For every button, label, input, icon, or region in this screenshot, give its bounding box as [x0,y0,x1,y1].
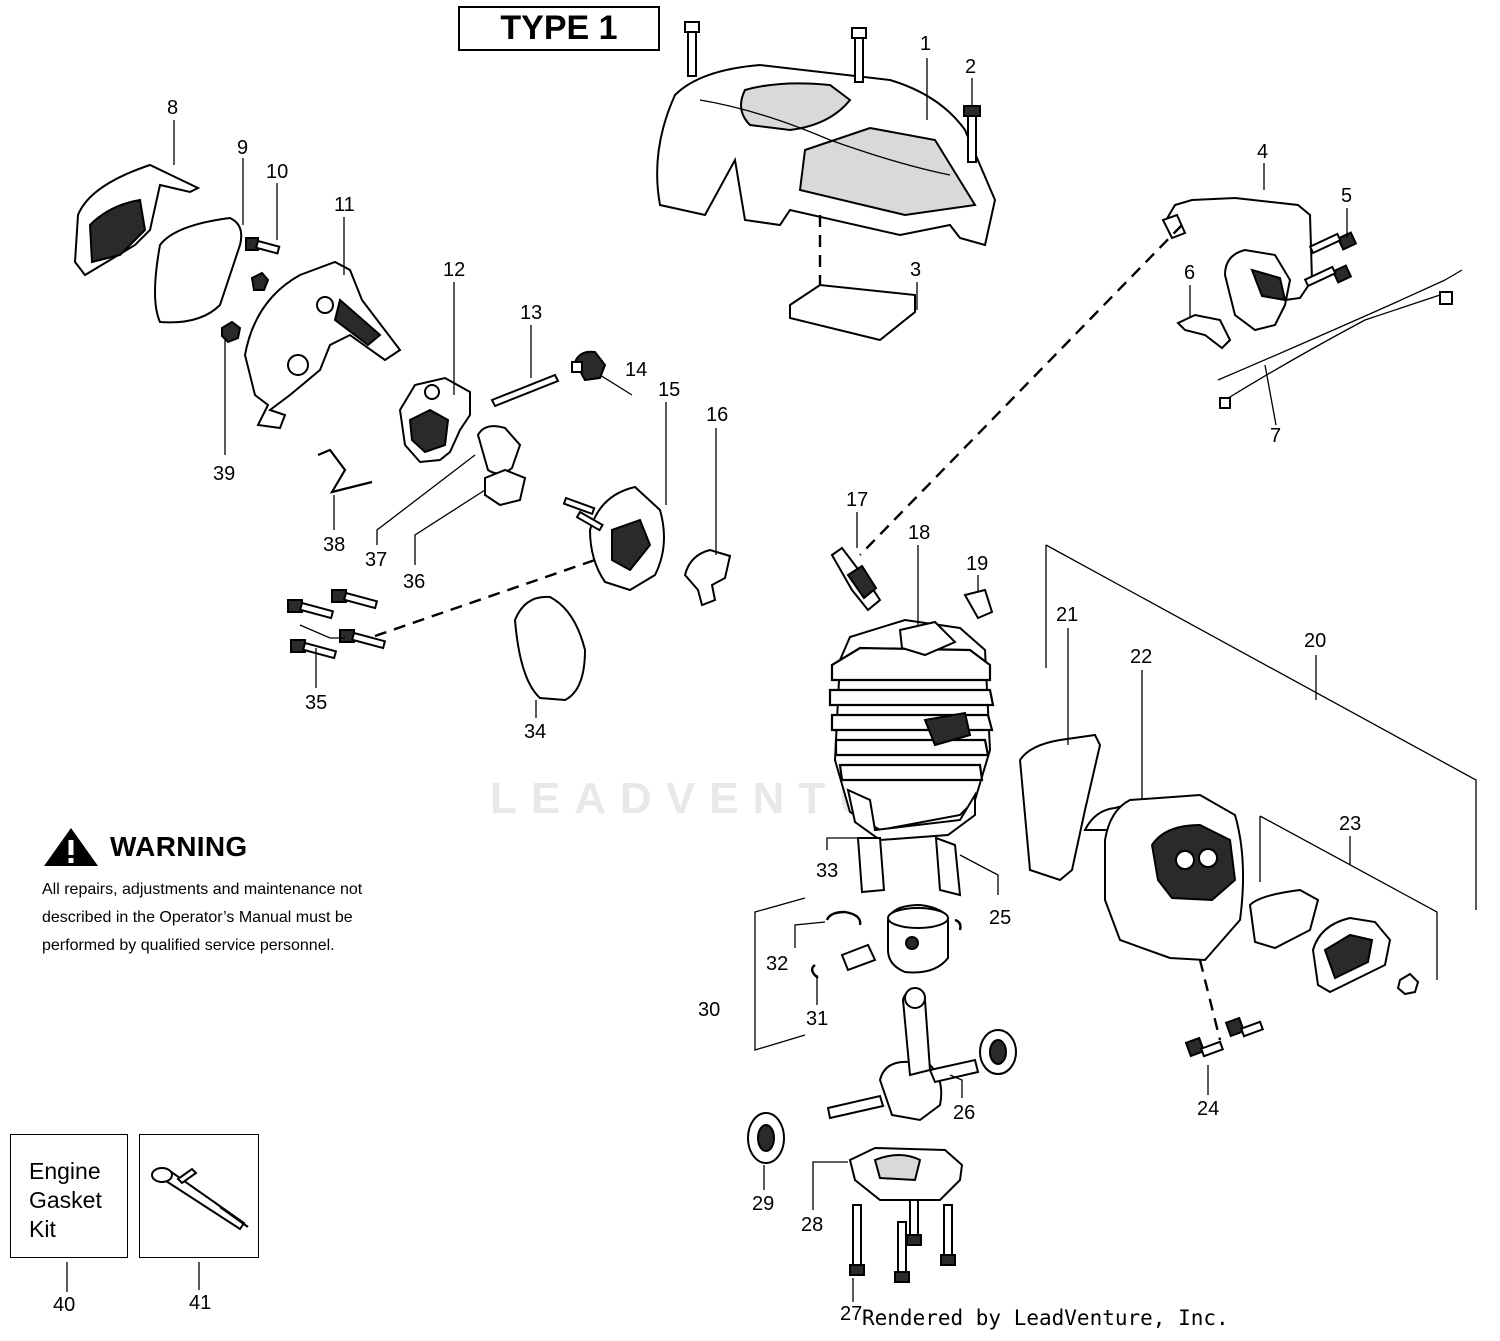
wrench-icon [151,1167,249,1231]
screw-2[interactable] [963,105,981,163]
callout-24: 24 [1197,1098,1219,1120]
callout-18: 18 [908,522,930,544]
callout-10: 10 [266,161,288,183]
manifold-gasket[interactable] [683,548,732,607]
intake-manifold[interactable] [562,485,665,592]
cylinder-clip[interactable] [963,588,994,620]
callout-11: 11 [334,194,355,216]
callout-39: 39 [213,463,235,485]
callout-25: 25 [989,907,1011,929]
callout-7: 7 [1270,425,1281,447]
callout-15: 15 [658,379,680,401]
callout-9: 9 [237,137,248,159]
callout-16: 16 [706,404,728,426]
top-cover[interactable] [656,63,997,247]
callout-28: 28 [801,1214,823,1236]
muffler[interactable] [1083,793,1245,962]
warning-title: WARNING [110,831,248,862]
callout-41: 41 [189,1292,211,1314]
spark-arrestor-screen[interactable] [1248,888,1320,950]
kit-label: Engine Gasket Kit [29,1158,102,1242]
ignition-screws[interactable] [1303,231,1358,288]
crank-bearing-right[interactable] [979,1029,1017,1075]
cover-gasket[interactable] [789,283,916,342]
callout-3: 3 [910,259,921,281]
callout-20: 20 [1304,630,1326,652]
cylinder[interactable] [828,618,995,842]
callout-27: 27 [840,1303,862,1325]
callout-14: 14 [625,359,647,381]
callout-26: 26 [953,1102,975,1124]
intake-boot[interactable] [476,425,522,475]
callout-33: 33 [816,860,838,882]
combination-wrench-box[interactable] [139,1134,259,1258]
callout-38: 38 [323,534,345,556]
nut-39[interactable] [221,320,242,344]
leader-lines [66,58,1351,1302]
group-bracket-30 [754,897,806,1051]
crankshaft[interactable] [826,987,980,1122]
wire-harness[interactable] [1217,269,1463,409]
ignition-module[interactable] [1161,196,1314,332]
callout-31: 31 [806,1008,828,1030]
callout-numbers: 1 2 3 4 5 6 7 8 9 10 11 12 13 14 15 16 1… [53,33,1361,1325]
callout-4: 4 [1257,141,1268,163]
ground-bracket[interactable] [1176,313,1232,350]
crankcase-screws[interactable] [849,1199,956,1283]
callout-6: 6 [1184,262,1195,284]
heat-shield-gasket[interactable] [513,595,587,702]
callout-19: 19 [966,553,988,575]
air-filter-housing[interactable] [243,260,402,430]
callout-40: 40 [53,1294,75,1316]
muffler-screws[interactable] [1184,1016,1265,1058]
callout-37: 37 [365,549,387,571]
nut-11[interactable] [250,271,270,291]
choke-rod[interactable] [317,448,373,494]
impulse-tube[interactable] [490,373,560,408]
callout-13: 13 [520,302,542,324]
callout-29: 29 [752,1193,774,1215]
transfer-covers[interactable] [856,836,962,897]
muffler-nut[interactable] [1396,972,1420,996]
callout-32: 32 [766,953,788,975]
air-filter-cover[interactable] [73,163,201,277]
crankcase[interactable] [848,1146,964,1201]
callout-1: 1 [920,33,931,55]
piston[interactable] [887,903,949,974]
crank-bearing-left[interactable] [747,1112,785,1164]
air-filter[interactable] [154,216,243,324]
callout-21: 21 [1056,604,1078,626]
intake-screws[interactable] [287,589,387,660]
callout-22: 22 [1130,646,1152,668]
warning-triangle-icon [44,828,98,866]
callout-5: 5 [1341,185,1352,207]
group-bracket-20 [1045,544,1477,910]
piston-ring[interactable] [825,910,862,926]
callout-34: 34 [524,721,546,743]
warning-block: WARNING All repairs, adjustments and mai… [42,826,422,960]
bolt-10[interactable] [245,237,281,255]
engine-gasket-kit-box[interactable]: Engine Gasket Kit [10,1134,128,1258]
callout-36: 36 [403,571,425,593]
spark-plug[interactable] [830,546,882,612]
callout-2: 2 [965,56,976,78]
warning-text: All repairs, adjustments and maintenance… [42,881,363,954]
muffler-cover[interactable] [1311,916,1392,994]
callout-12: 12 [443,259,465,281]
callout-35: 35 [305,692,327,714]
callout-30: 30 [698,999,720,1021]
callout-17: 17 [846,489,868,511]
callout-8: 8 [167,97,178,119]
carb-gasket[interactable] [484,468,527,507]
muffler-gasket[interactable] [1018,733,1102,882]
group-bracket-23 [1259,815,1438,980]
primer-bulb[interactable] [571,350,607,382]
type-label: TYPE 1 [458,6,660,51]
callout-23: 23 [1339,813,1361,835]
carburetor[interactable] [398,376,471,464]
render-credit: Rendered by LeadVenture, Inc. [862,1306,1229,1330]
piston-pin[interactable] [840,943,877,972]
cover-screw[interactable] [684,21,867,83]
